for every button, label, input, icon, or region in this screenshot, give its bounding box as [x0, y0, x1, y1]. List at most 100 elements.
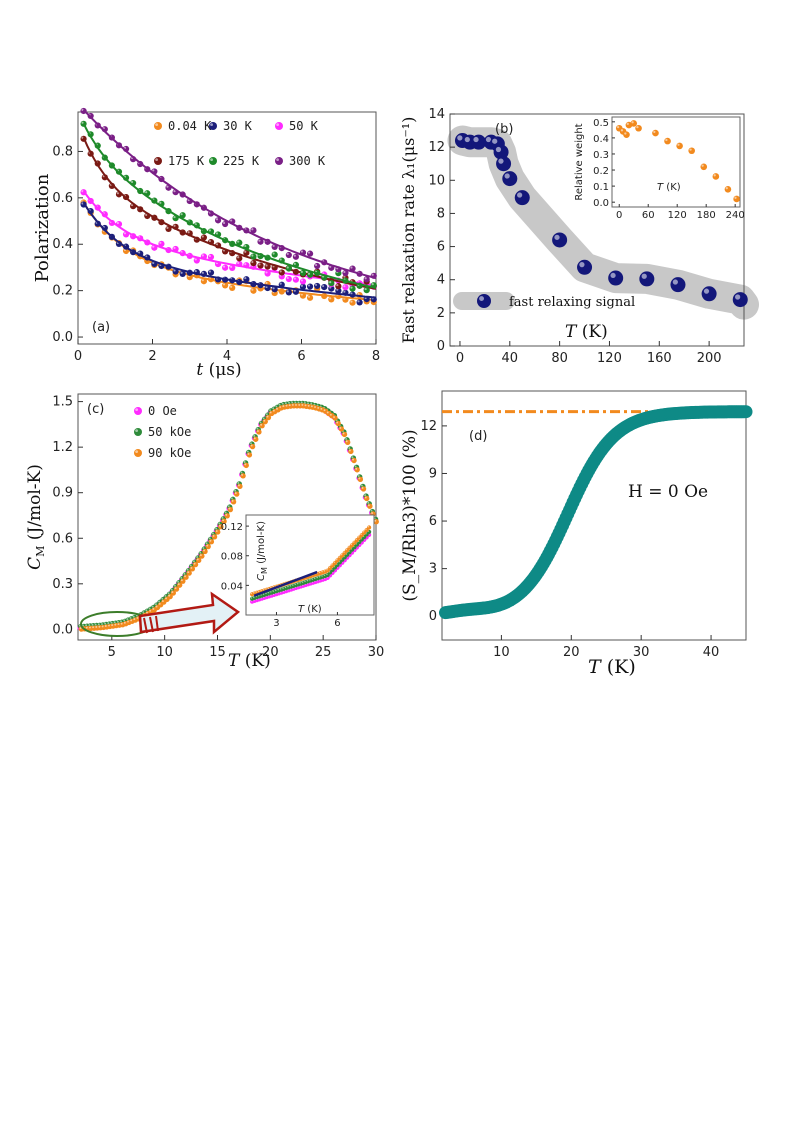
point-highlight — [265, 264, 268, 267]
data-point — [257, 262, 264, 269]
data-point — [314, 282, 321, 290]
point-highlight — [199, 551, 202, 554]
point-highlight — [361, 484, 363, 487]
point-highlight — [159, 241, 162, 244]
annotation-text: H = 0 Oe — [628, 482, 708, 502]
point-highlight — [215, 530, 218, 532]
legend-marker — [154, 122, 162, 130]
x-tick-label: 0 — [616, 210, 622, 221]
point-highlight — [253, 592, 255, 594]
x-axis-label: T (K) — [588, 656, 636, 678]
point-highlight — [262, 417, 265, 420]
data-point — [701, 286, 717, 302]
point-highlight — [201, 235, 204, 238]
point-highlight — [194, 269, 197, 273]
legend-marker — [134, 407, 142, 415]
point-highlight — [689, 148, 692, 151]
point-highlight — [279, 258, 282, 261]
point-highlight — [307, 284, 311, 287]
point-highlight — [180, 213, 183, 216]
inset-data-point — [688, 147, 695, 155]
point-highlight — [210, 158, 214, 162]
data-point — [354, 467, 360, 473]
inset-y-label: Relative weight — [574, 123, 585, 200]
point-highlight — [92, 626, 95, 629]
point-highlight — [323, 574, 326, 577]
data-point — [285, 251, 292, 259]
point-highlight — [641, 273, 647, 279]
point-highlight — [288, 401, 290, 404]
point-highlight — [251, 228, 254, 231]
x-tick-label: 3 — [273, 618, 279, 629]
legend-marker — [275, 122, 283, 130]
point-highlight — [158, 602, 161, 605]
y-tick-label: 2 — [437, 306, 445, 321]
data-point — [250, 253, 257, 260]
point-highlight — [371, 283, 374, 286]
point-highlight — [357, 536, 360, 538]
zoom-arrow — [138, 591, 241, 635]
point-highlight — [286, 252, 289, 256]
y-tick-label: 9 — [429, 466, 437, 481]
data-point — [285, 275, 292, 283]
x-tick-label: 0 — [456, 351, 464, 366]
point-highlight — [350, 543, 353, 546]
inset-x-label-variable: T — [298, 604, 305, 615]
y-tick-label: 1.2 — [52, 440, 73, 455]
point-highlight — [244, 463, 247, 466]
point-highlight — [279, 270, 282, 273]
x-tick-label: 6 — [297, 349, 305, 364]
point-highlight — [265, 592, 267, 595]
point-highlight — [180, 579, 183, 582]
point-highlight — [183, 572, 186, 575]
data-point — [321, 284, 328, 291]
point-highlight — [351, 456, 354, 459]
point-highlight — [285, 404, 288, 407]
point-highlight — [247, 453, 250, 455]
data-point — [292, 253, 300, 260]
point-highlight — [250, 592, 253, 595]
point-highlight — [253, 596, 255, 598]
point-highlight — [300, 270, 303, 273]
legend-marker — [209, 122, 217, 130]
point-highlight — [158, 600, 161, 603]
point-highlight — [250, 444, 253, 447]
data-point — [234, 491, 240, 497]
point-highlight — [299, 582, 301, 584]
point-highlight — [152, 169, 155, 172]
point-highlight — [222, 265, 226, 268]
y-axis-label: Polarization — [32, 173, 53, 282]
point-highlight — [322, 284, 325, 288]
data-point — [256, 429, 262, 435]
y-tick-label: 8 — [437, 206, 445, 221]
point-highlight — [293, 289, 296, 292]
point-highlight — [311, 578, 314, 580]
point-highlight — [364, 496, 367, 499]
point-highlight — [287, 585, 289, 588]
point-highlight — [215, 243, 219, 246]
panel-label: (d) — [469, 429, 487, 444]
point-highlight — [316, 576, 318, 579]
point-highlight — [326, 411, 329, 414]
point-highlight — [194, 258, 197, 261]
legend-marker — [154, 157, 162, 165]
y-tick-label: 0 — [429, 609, 437, 624]
point-highlight — [364, 287, 367, 291]
x-tick-label: 80 — [551, 351, 568, 366]
y-tick-label: 1.5 — [52, 395, 73, 410]
point-highlight — [301, 581, 304, 583]
x-axis-label: T (K) — [565, 322, 608, 342]
point-highlight — [89, 626, 91, 629]
point-highlight — [218, 524, 221, 527]
legend-label: 50 K — [289, 119, 319, 133]
x-tick-label: 30 — [368, 645, 385, 660]
point-highlight — [279, 588, 282, 590]
data-point — [250, 287, 257, 294]
x-tick-label: 5 — [108, 645, 116, 660]
point-highlight — [364, 494, 367, 497]
point-highlight — [367, 504, 370, 507]
point-highlight — [180, 271, 183, 274]
point-highlight — [149, 609, 152, 612]
point-highlight — [289, 585, 292, 587]
point-highlight — [626, 122, 629, 126]
